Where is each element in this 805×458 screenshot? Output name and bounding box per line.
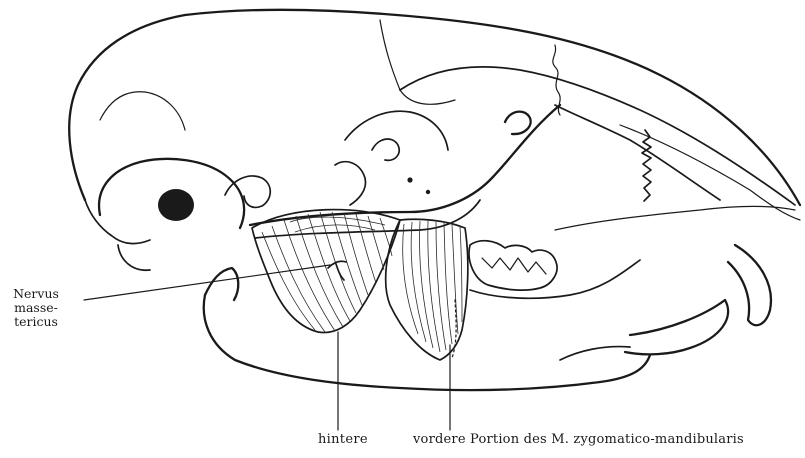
nasofrontal-suture — [642, 130, 651, 201]
external-auditory-meatus — [158, 189, 194, 221]
postorbital-process — [335, 162, 366, 205]
occipital-ridge — [100, 92, 185, 130]
foramen-1 — [407, 177, 412, 182]
zygomatic-arch — [250, 105, 560, 225]
parietal-suture — [380, 20, 455, 104]
skull-rear-outline — [85, 200, 150, 243]
label-nervus-line-3: tericus — [4, 315, 68, 329]
paroccipital-process — [118, 245, 150, 270]
label-nervus-massetericus: Nervus masse- tericus — [4, 287, 68, 329]
premaxilla-line — [555, 206, 795, 230]
molar-cusps — [482, 258, 546, 274]
foramen-2 — [426, 190, 430, 194]
nervus-massetericus-branch — [328, 261, 346, 280]
lower-incisor — [625, 300, 728, 354]
nervus-leader-line — [84, 265, 330, 300]
frontal-ridge — [400, 67, 795, 205]
label-nervus-line-1: Nervus — [4, 287, 68, 301]
label-anterior-portion: vordere Portion des M. zygomatico-mandib… — [413, 432, 744, 447]
lacrimal-notch — [505, 112, 531, 134]
upper-incisor — [728, 245, 771, 325]
label-posterior-portion: hintere — [318, 432, 368, 447]
skull-dorsal-outline — [69, 10, 800, 205]
mandible-outline — [204, 295, 650, 390]
label-nervus-line-2: masse- — [4, 301, 68, 315]
muscle-posterior-portion — [252, 210, 400, 333]
mandible-lower-border — [560, 347, 630, 360]
optic-foramen — [372, 139, 399, 160]
mandibular-ramus — [470, 260, 640, 298]
anterior-portion-fibers — [403, 221, 462, 352]
angular-process — [205, 268, 238, 300]
zygomatic-plate — [555, 105, 720, 200]
